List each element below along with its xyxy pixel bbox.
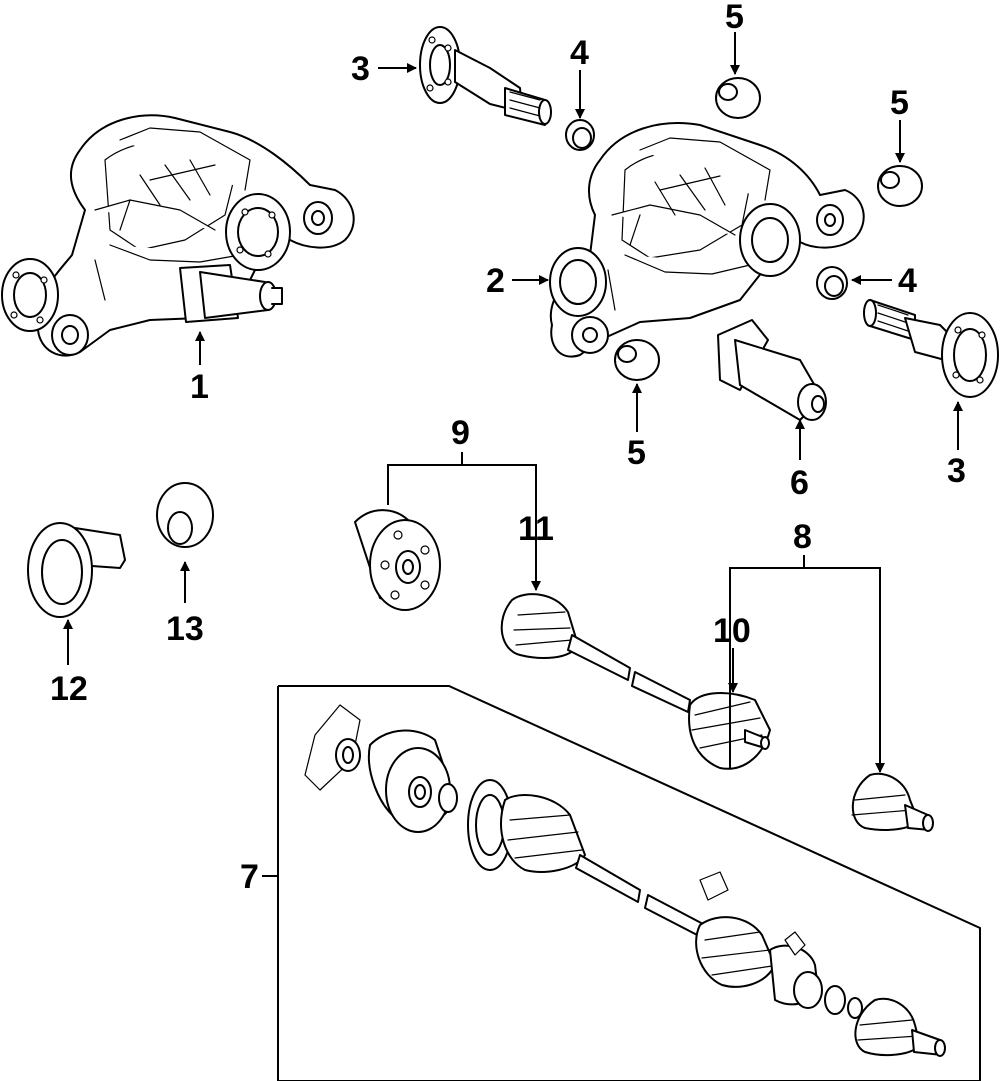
part-2-differential[interactable] xyxy=(549,122,865,358)
part-5-bushing-right[interactable] xyxy=(877,165,923,207)
callout-2: 2 xyxy=(486,262,505,300)
callout-13: 13 xyxy=(166,610,204,648)
part-3-output-flange-shaft-right[interactable] xyxy=(863,299,999,398)
part-11-axle-shaft-inner[interactable] xyxy=(500,593,631,681)
callout-6: 6 xyxy=(790,464,809,502)
callout-4-top: 4 xyxy=(570,34,589,72)
callout-8: 8 xyxy=(793,518,812,556)
part-8-boot-joint[interactable] xyxy=(851,772,934,832)
callout-5-right: 5 xyxy=(890,84,909,122)
part-7-axle-shaft-kit[interactable] xyxy=(304,704,946,1057)
callout-7: 7 xyxy=(240,858,259,896)
part-4-seal-right[interactable] xyxy=(816,266,848,300)
callout-labels: 1 2 3 3 4 4 5 5 5 6 7 8 9 10 11 12 13 xyxy=(50,0,966,896)
callout-9: 9 xyxy=(451,414,470,452)
part-3-output-flange-shaft-top[interactable] xyxy=(419,26,552,126)
part-4-seal-top[interactable] xyxy=(565,119,595,151)
callout-12: 12 xyxy=(50,670,88,708)
part-5-bushing-bottom[interactable] xyxy=(614,339,660,381)
callout-11: 11 xyxy=(518,510,554,548)
part-12-flange[interactable] xyxy=(27,522,126,618)
callout-3-right: 3 xyxy=(947,452,966,490)
callout-1: 1 xyxy=(190,368,209,406)
callout-3-top: 3 xyxy=(351,50,370,88)
part-5-bushing-top[interactable] xyxy=(715,77,761,119)
callout-5-top: 5 xyxy=(725,0,744,36)
callout-10: 10 xyxy=(713,612,751,650)
part-7-box xyxy=(277,685,981,1081)
leader-lines xyxy=(63,32,963,877)
part-1-differential-assembly[interactable] xyxy=(1,114,355,357)
part-10-cv-joint-outer[interactable] xyxy=(631,671,771,770)
callout-4-right: 4 xyxy=(898,262,917,300)
part-9-coupling[interactable] xyxy=(354,509,441,611)
callout-5-bottom: 5 xyxy=(627,434,646,472)
part-13-spacer[interactable] xyxy=(156,482,214,548)
part-6-actuator-motor[interactable] xyxy=(717,319,827,421)
